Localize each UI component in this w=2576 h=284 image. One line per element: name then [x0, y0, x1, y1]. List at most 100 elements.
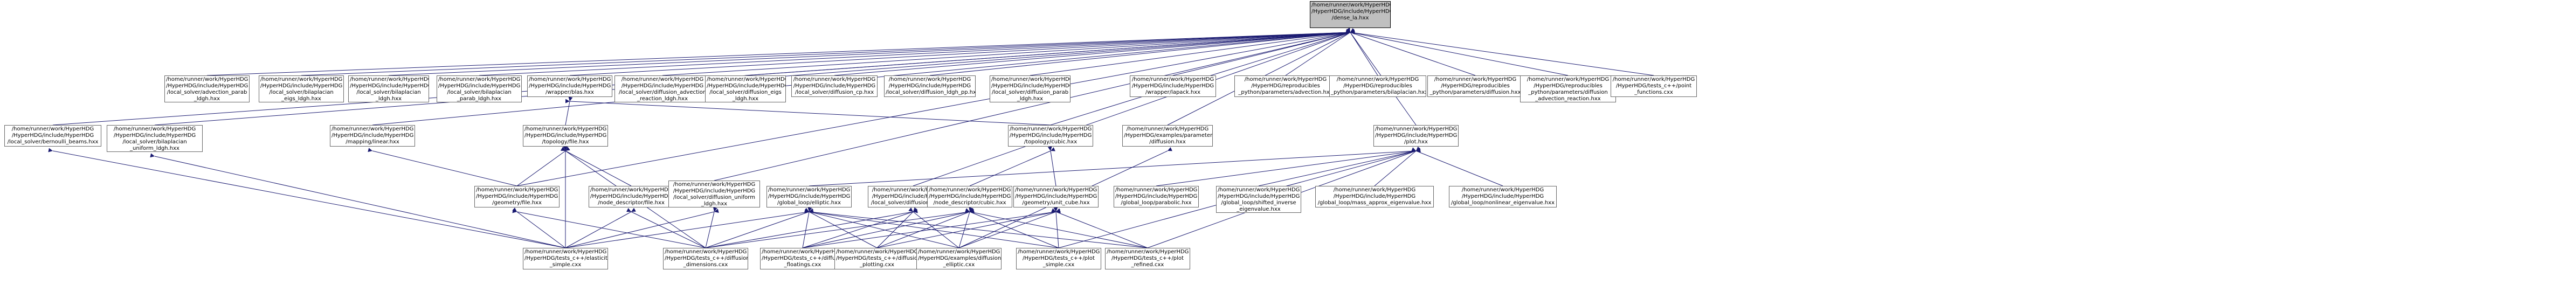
dependency-edge	[802, 207, 812, 248]
dependency-edge	[565, 207, 636, 248]
graph-node[interactable]: /home/runner/work/HyperHDG /HyperHDG/inc…	[527, 75, 612, 97]
graph-node[interactable]: /home/runner/work/HyperHDG /HyperHDG/rep…	[1520, 75, 1616, 102]
dependency-edge	[965, 208, 1059, 248]
dependency-edge	[1411, 147, 1503, 186]
graph-node[interactable]: /home/runner/work/HyperHDG /HyperHDG/tes…	[1611, 75, 1697, 97]
dependency-edge	[48, 148, 566, 248]
dependency-edge	[516, 147, 570, 186]
graph-node[interactable]: /home/runner/work/HyperHDG /HyperHDG/inc…	[668, 181, 760, 207]
graph-node[interactable]: /home/runner/work/HyperHDG /HyperHDG/rep…	[1329, 75, 1426, 97]
dependency-edge	[804, 209, 1148, 248]
dependency-edge	[565, 99, 1051, 126]
graph-node[interactable]: /home/runner/work/HyperHDG /HyperHDG/rep…	[1234, 75, 1337, 97]
dependency-edge	[969, 147, 1055, 186]
dependency-edge	[565, 209, 814, 248]
graph-node[interactable]: /home/runner/work/HyperHDG /HyperHDG/inc…	[1114, 186, 1199, 207]
graph-node[interactable]: /home/runner/work/HyperHDG /HyperHDG/inc…	[348, 75, 429, 102]
dependency-edge	[565, 209, 719, 248]
dependency-edge	[965, 209, 1148, 248]
dependency-edge	[908, 207, 959, 248]
dependency-edge	[804, 209, 1059, 248]
dependency-edge	[705, 208, 814, 248]
dependency-edge	[705, 209, 918, 248]
dependency-edge	[479, 30, 1355, 76]
dependency-edge	[802, 209, 975, 248]
dependency-edge	[516, 29, 1355, 186]
dependency-edge	[368, 148, 517, 186]
graph-node[interactable]: /home/runner/work/HyperHDG /HyperHDG/inc…	[1216, 186, 1301, 213]
graph-node[interactable]: /home/runner/work/HyperHDG /HyperHDG/inc…	[1130, 75, 1216, 97]
graph-node[interactable]: /home/runner/work/HyperHDG /HyperHDG/rep…	[1427, 75, 1523, 97]
dependency-edge	[206, 30, 1355, 76]
graph-node[interactable]: /home/runner/work/HyperHDG /HyperHDG/inc…	[4, 125, 101, 147]
dependency-edge	[876, 209, 1061, 248]
dependency-edge	[512, 207, 566, 248]
graph-node[interactable]: /home/runner/work/HyperHDG /HyperHDG/inc…	[1013, 186, 1099, 207]
dependency-edge	[150, 153, 566, 248]
dependency-edge	[1030, 29, 1355, 76]
graph-node[interactable]: /home/runner/work/HyperHDG /HyperHDG/inc…	[164, 75, 250, 102]
graph-node[interactable]: /home/runner/work/HyperHDG /HyperHDG/inc…	[614, 75, 710, 102]
dependency-edge	[804, 209, 959, 248]
dependency-edge	[1047, 146, 1056, 186]
graph-node[interactable]: /home/runner/work/HyperHDG /HyperHDG/inc…	[437, 75, 522, 102]
dependency-edge	[834, 30, 1355, 76]
dependency-edge	[804, 207, 878, 248]
graph-node[interactable]: /home/runner/work/HyperHDG /HyperHDG/exa…	[1122, 125, 1213, 147]
graph-node[interactable]: /home/runner/work/HyperHDG /HyperHDG/inc…	[990, 75, 1071, 102]
dependency-edge	[705, 209, 975, 248]
dependency-edge	[1345, 29, 1654, 76]
dependency-edge	[565, 96, 573, 126]
root-node[interactable]: /home/runner/work/HyperHDG /HyperHDG/inc…	[1310, 1, 1391, 28]
dependency-edge	[1285, 28, 1355, 76]
dependency-edge	[569, 30, 1355, 76]
graph-node[interactable]: /home/runner/work/HyperHDG /HyperHDG/inc…	[1315, 186, 1434, 207]
graph-node[interactable]: /home/runner/work/HyperHDG /HyperHDG/inc…	[1008, 125, 1093, 147]
graph-node[interactable]: /home/runner/work/HyperHDG /HyperHDG/tes…	[663, 248, 748, 269]
graph-node[interactable]: /home/runner/work/HyperHDG /HyperHDG/inc…	[107, 125, 203, 152]
dependency-edge	[1374, 146, 1421, 186]
dependency-edge	[1345, 29, 1569, 76]
dependency-edge	[714, 29, 1355, 181]
dependency-edge	[1156, 148, 1421, 186]
graph-node[interactable]: /home/runner/work/HyperHDG /HyperHDG/inc…	[791, 75, 878, 97]
dependency-edge	[1051, 208, 1148, 248]
graph-node[interactable]: /home/runner/work/HyperHDG /HyperHDG/inc…	[766, 186, 852, 207]
graph-node[interactable]: /home/runner/work/HyperHDG /HyperHDG/tes…	[834, 248, 920, 269]
graph-node[interactable]: /home/runner/work/HyperHDG /HyperHDG/inc…	[705, 75, 786, 102]
graph-node[interactable]: /home/runner/work/HyperHDG /HyperHDG/tes…	[1016, 248, 1101, 269]
dependency-edge	[301, 30, 1355, 76]
graph-node[interactable]: /home/runner/work/HyperHDG /HyperHDG/exa…	[916, 248, 1002, 269]
dependency-edge	[802, 209, 1061, 248]
dependency-edge	[958, 207, 973, 248]
dependency-edge	[958, 208, 1061, 248]
dependency-edge	[512, 209, 706, 248]
graph-node[interactable]: /home/runner/work/HyperHDG /HyperHDG/tes…	[523, 248, 608, 269]
graph-node[interactable]: /home/runner/work/HyperHDG /HyperHDG/inc…	[1449, 186, 1557, 207]
dependency-edge	[1345, 29, 1476, 76]
dependency-edge	[626, 207, 706, 248]
dependency-edge	[1346, 27, 1378, 76]
graph-node[interactable]: /home/runner/work/HyperHDG /HyperHDG/inc…	[884, 75, 976, 97]
graph-node[interactable]: /home/runner/work/HyperHDG /HyperHDG/tes…	[1105, 248, 1190, 269]
graph-node[interactable]: /home/runner/work/HyperHDG /HyperHDG/inc…	[589, 186, 674, 207]
dependency-edge	[1053, 207, 1059, 248]
dependency-edge	[705, 207, 717, 248]
graph-node[interactable]: /home/runner/work/HyperHDG /HyperHDG/inc…	[1373, 125, 1459, 147]
dependency-edge	[745, 30, 1355, 76]
dependency-edge	[876, 208, 975, 248]
dependency-edge	[929, 30, 1355, 76]
graph-node[interactable]: /home/runner/work/HyperHDG /HyperHDG/inc…	[523, 125, 608, 147]
graph-node[interactable]: /home/runner/work/HyperHDG /HyperHDG/inc…	[474, 186, 560, 207]
graph-node[interactable]: /home/runner/work/HyperHDG /HyperHDG/tes…	[760, 248, 845, 269]
dependency-edge	[876, 207, 918, 248]
dependency-edge	[561, 147, 632, 186]
dependency-edge	[802, 208, 918, 248]
graph-node[interactable]: /home/runner/work/HyperHDG /HyperHDG/inc…	[330, 125, 415, 147]
dependency-edge	[388, 30, 1355, 76]
graph-node[interactable]: /home/runner/work/HyperHDG /HyperHDG/inc…	[927, 186, 1012, 207]
dependency-edge	[1172, 29, 1355, 76]
graph-node[interactable]: /home/runner/work/HyperHDG /HyperHDG/inc…	[259, 75, 344, 102]
